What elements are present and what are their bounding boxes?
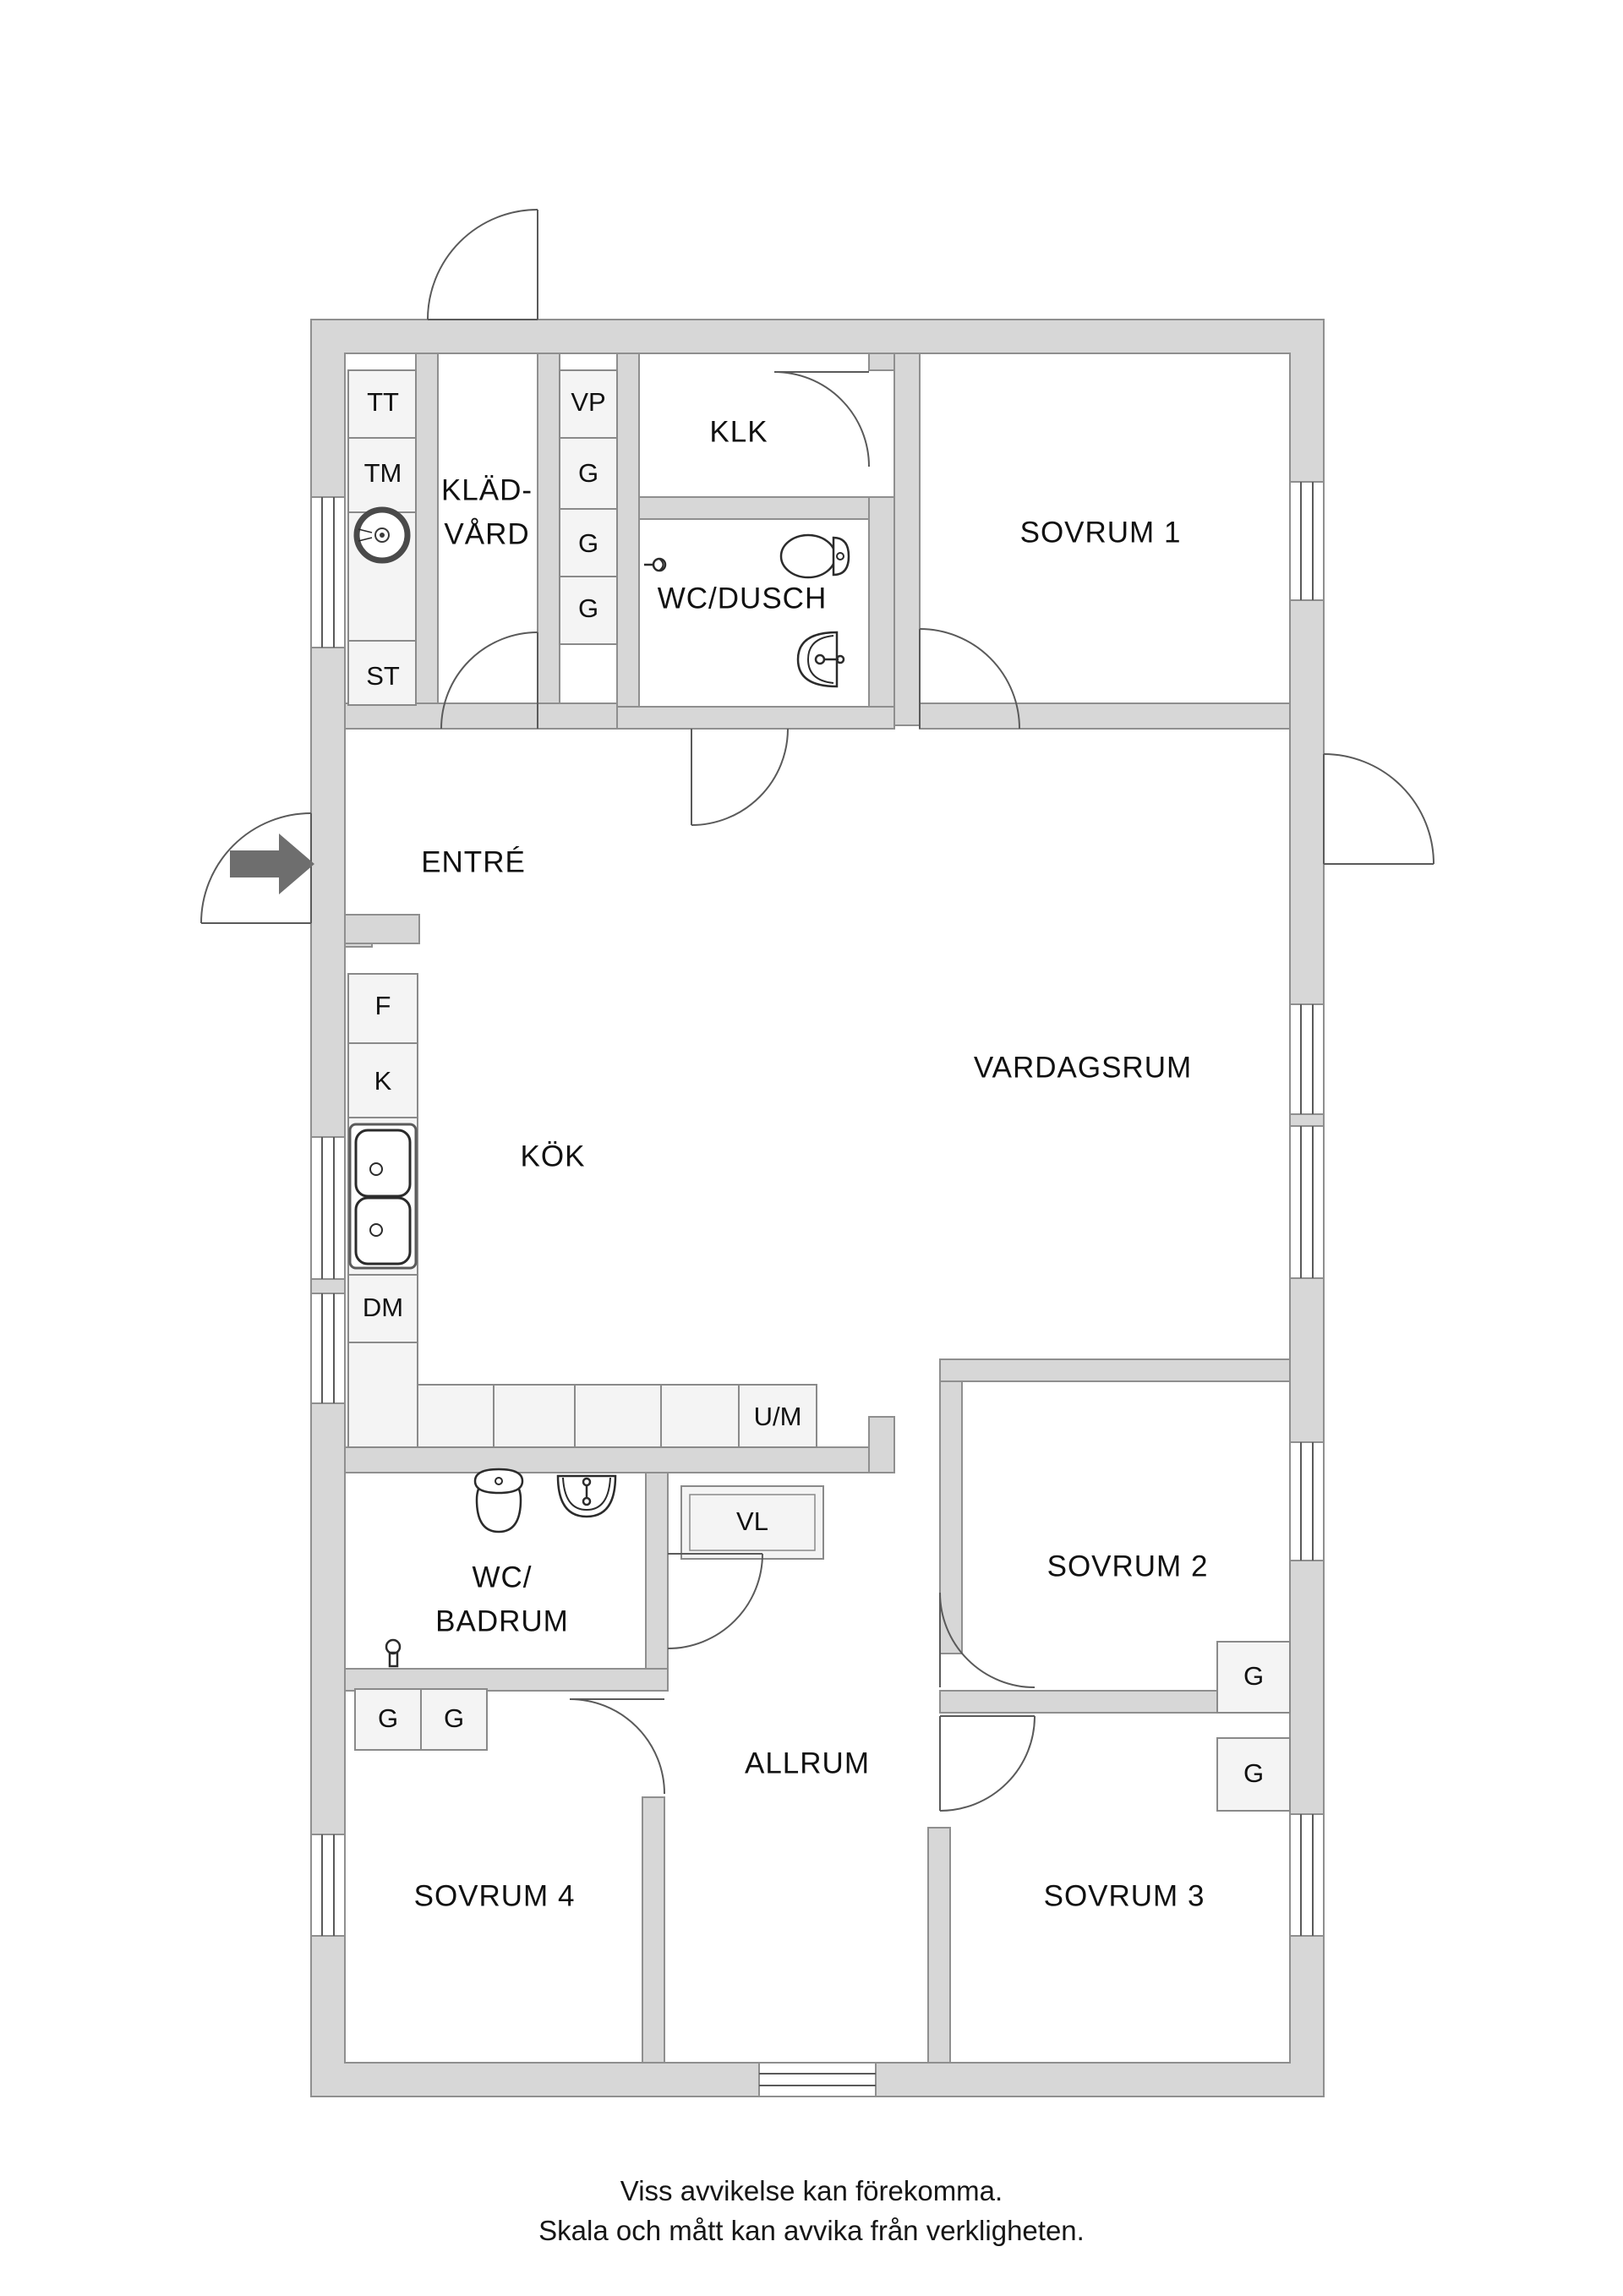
exterior-wall-band (310, 319, 1325, 2097)
room-label-sovrum-2: SOVRUM 2 (1047, 1550, 1209, 1583)
cabinet-label-st: ST (366, 661, 400, 691)
doors-group (200, 209, 1434, 1812)
window-left-2 (310, 1136, 346, 1280)
room-label-kladvard-2: VÅRD (444, 517, 529, 550)
room-label-sovrum-3: SOVRUM 3 (1044, 1879, 1205, 1912)
window-bottom-1 (758, 2062, 877, 2097)
window-left-3 (310, 1293, 346, 1404)
cabinet-label-um: U/M (754, 1402, 802, 1431)
room-label-entre: ENTRÉ (421, 845, 526, 878)
sink-icon (556, 1474, 617, 1518)
shower-head-icon (644, 557, 667, 572)
cabinet-label-g2: G (578, 528, 598, 558)
cabinet-kitchen-base (347, 1342, 418, 1448)
cabinet-label-dm: DM (363, 1293, 403, 1322)
cabinet-dm (347, 1274, 418, 1343)
cabinet-f (347, 973, 418, 1044)
window-left-4 (310, 1834, 346, 1937)
cabinet-k (347, 1042, 418, 1118)
cabinet-label-gr1: G (1243, 1661, 1264, 1691)
room-labels: ENTRÉ KÖK VARDAGSRUM SOVRUM 1 SOVRUM 2 S… (414, 415, 1209, 1912)
cabinet-g1 (559, 437, 618, 510)
room-label-wc-dusch: WC/DUSCH (658, 582, 827, 615)
room-label-sovrum-1: SOVRUM 1 (1020, 516, 1182, 549)
room-label-kladvard-1: KLÄD- (441, 473, 533, 506)
cabinet-label-vl: VL (736, 1506, 768, 1536)
fixtures-group (348, 506, 850, 1668)
window-right-1 (1289, 481, 1325, 601)
window-left-1 (310, 496, 346, 648)
disclaimer-caption: Viss avvikelse kan förekomma. Skala och … (0, 2171, 1623, 2250)
caption-line-1: Viss avvikelse kan förekomma. (620, 2175, 1003, 2206)
window-right-3 (1289, 1125, 1325, 1279)
room-label-kok: KÖK (521, 1140, 586, 1173)
cabinet-label-g1: G (578, 458, 598, 488)
cabinet-labels: TT TM ST VP G G G F K DM U/M VL G G G G (363, 387, 1264, 1788)
cabinet-tt (347, 369, 417, 439)
window-right-5 (1289, 1813, 1325, 1937)
cabinet-st (347, 640, 417, 706)
room-label-klk: KLK (709, 415, 768, 448)
window-right-2 (1289, 1003, 1325, 1115)
cabinet-g3 (559, 576, 618, 645)
room-label-sovrum-4: SOVRUM 4 (414, 1879, 576, 1912)
cabinet-label-tt: TT (367, 387, 399, 417)
cabinet-vl-inner (689, 1494, 816, 1551)
cabinet-label-gb2: G (444, 1703, 464, 1733)
sink-icon (796, 631, 845, 688)
washer-drum-icon (353, 506, 411, 564)
cabinet-label-gr2: G (1243, 1758, 1264, 1788)
cabinets-group (347, 369, 1291, 1812)
window-right-4 (1289, 1441, 1325, 1561)
stove-icon (348, 1123, 418, 1270)
cabinet-label-vp: VP (571, 387, 605, 417)
cabinet-run-3 (574, 1384, 662, 1448)
cabinet-label-gb1: G (378, 1703, 398, 1733)
cabinet-gr2 (1216, 1737, 1291, 1812)
cabinet-label-tm: TM (364, 458, 402, 488)
cabinet-gb2 (420, 1688, 488, 1751)
cabinet-label-g3: G (578, 593, 598, 623)
cabinet-label-f: F (375, 991, 391, 1020)
room-label-vardagsrum: VARDAGSRUM (974, 1051, 1192, 1084)
room-label-allrum: ALLRUM (745, 1747, 870, 1779)
cabinet-run-2 (493, 1384, 576, 1448)
caption-line-2: Skala och mått kan avvika från verklighe… (538, 2215, 1085, 2246)
exterior-walls (310, 319, 1325, 2097)
floor-drain-icon (385, 1638, 402, 1668)
entry-arrow-icon (230, 834, 314, 894)
toilet-icon (779, 533, 850, 579)
windows (310, 481, 1325, 2097)
cabinet-run-4 (660, 1384, 740, 1448)
cabinet-vp (559, 369, 618, 439)
toilet-icon (473, 1468, 524, 1533)
cabinet-um (738, 1384, 817, 1448)
cabinet-gb1 (354, 1688, 422, 1751)
cabinet-tm (347, 437, 417, 513)
room-label-wc-badrum-2: BADRUM (435, 1604, 569, 1637)
room-label-wc-badrum-1: WC/ (472, 1561, 532, 1594)
cabinet-gr1 (1216, 1641, 1291, 1714)
cabinet-label-k: K (374, 1066, 392, 1096)
cabinet-run-1 (417, 1384, 495, 1448)
cabinet-g2 (559, 508, 618, 577)
